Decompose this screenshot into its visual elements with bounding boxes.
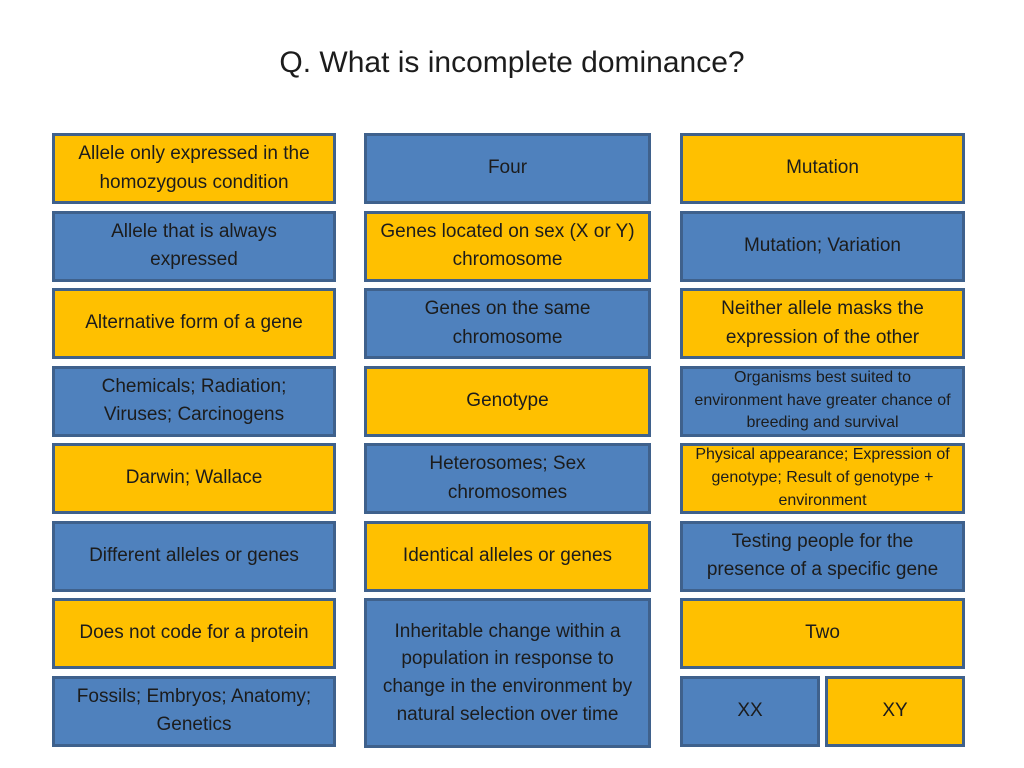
answer-column-left: Allele only expressed in the homozygous … [52,133,336,747]
answer-box[interactable]: Chemicals; Radiation; Viruses; Carcinoge… [52,365,336,437]
answer-box[interactable]: Allele only expressed in the homozygous … [52,133,336,204]
answer-box[interactable]: Inheritable change within a population i… [364,598,651,748]
answer-box[interactable]: XX [680,675,820,747]
answer-box[interactable]: Does not code for a protein [52,598,336,669]
answer-box[interactable]: Mutation [680,133,965,204]
answer-box[interactable]: XY [825,675,965,747]
answer-box[interactable]: Two [680,598,965,669]
answer-box[interactable]: Identical alleles or genes [364,520,651,592]
answer-box[interactable]: Four [364,133,651,204]
answer-box[interactable]: Neither allele masks the expression of t… [680,288,965,359]
slide-title: Q. What is incomplete dominance? [279,46,745,79]
answer-box[interactable]: Alternative form of a gene [52,288,336,359]
answer-box[interactable]: Physical appearance; Expression of genot… [680,443,965,514]
answer-box[interactable]: Allele that is always expressed [52,210,336,282]
answer-box[interactable]: Genes located on sex (X or Y) chromosome [364,210,651,282]
answer-box[interactable]: Organisms best suited to environment hav… [680,365,965,437]
answer-box[interactable]: Darwin; Wallace [52,443,336,514]
answer-box[interactable]: Genotype [364,365,651,437]
answer-box[interactable]: Fossils; Embryos; Anatomy; Genetics [52,675,336,747]
answer-box[interactable]: Genes on the same chromosome [364,288,651,359]
answer-box[interactable]: Mutation; Variation [680,210,965,282]
answer-box[interactable]: Testing people for the presence of a spe… [680,520,965,592]
answer-box[interactable]: Different alleles or genes [52,520,336,592]
answer-box[interactable]: Heterosomes; Sex chromosomes [364,443,651,514]
